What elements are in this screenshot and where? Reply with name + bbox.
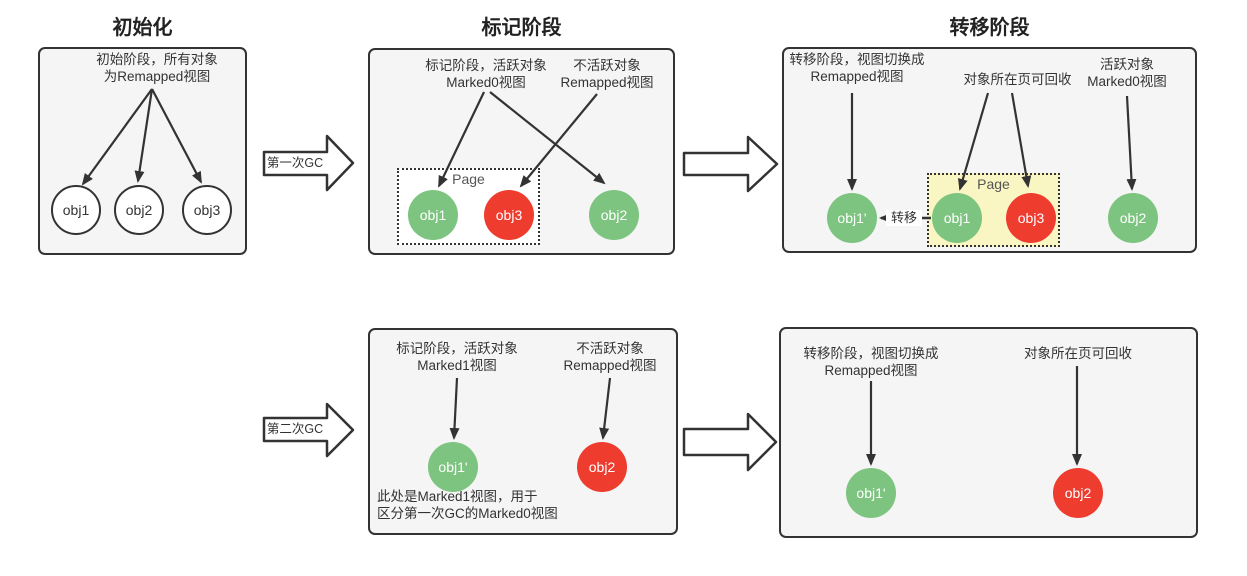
title-init: 初始化 [112, 17, 173, 39]
object-circle-obj1-marked: obj1 [408, 190, 458, 240]
object-circle-obj2-marked: obj2 [589, 190, 639, 240]
object-circle-obj3: obj3 [182, 185, 232, 235]
object-label: obj2 [588, 459, 616, 475]
object-label: obj2 [1064, 485, 1092, 501]
note-mark2-live: 标记阶段，活跃对象 Marked1视图 [396, 341, 518, 373]
object-label: obj3 [193, 202, 221, 218]
object-circle-obj1-relocated: obj1' [827, 193, 877, 243]
note-mark2-dead: 不活跃对象 Remapped视图 [563, 341, 657, 373]
object-label: obj3 [1017, 210, 1045, 226]
note-init: 初始阶段，所有对象 为Remapped视图 [96, 52, 218, 84]
footnote-marked1: 此处是Marked1视图，用于 区分第一次GC的Marked0视图 [377, 489, 558, 521]
object-label: obj1' [856, 485, 886, 501]
object-circle-obj2-inactive: obj2 [577, 442, 627, 492]
object-circle-obj1p-remapped: obj1' [846, 468, 896, 518]
object-label: obj2 [600, 207, 628, 223]
note-mark-dead: 不活跃对象 Remapped视图 [560, 58, 654, 90]
gc2-label: 第二次GC [266, 422, 324, 436]
object-label: obj1' [837, 210, 867, 226]
object-label: obj1' [438, 459, 468, 475]
title-mark: 标记阶段 [481, 17, 562, 39]
object-circle-obj1-inpage: obj1 [932, 193, 982, 243]
object-circle-obj2: obj2 [114, 185, 164, 235]
object-label: obj1 [62, 202, 90, 218]
note-relocate-live: 活跃对象 Marked0视图 [1087, 57, 1167, 89]
transfer-label: 转移 [886, 210, 922, 226]
note-relocate2-reclaim: 对象所在页可回收 [1024, 346, 1132, 361]
object-circle-obj1p-marked1: obj1' [428, 442, 478, 492]
object-label: obj3 [495, 207, 523, 223]
object-circle-obj2-live: obj2 [1108, 193, 1158, 243]
object-circle-obj3-inpage: obj3 [1006, 193, 1056, 243]
object-label: obj2 [125, 202, 153, 218]
object-circle-obj1: obj1 [51, 185, 101, 235]
object-label: obj1 [419, 207, 447, 223]
title-relocate: 转移阶段 [949, 17, 1030, 39]
panel-mark-gc2 [368, 328, 678, 535]
gc1-label: 第一次GC [266, 156, 324, 170]
object-circle-obj2-reclaimable: obj2 [1053, 468, 1103, 518]
object-circle-obj3-inactive: obj3 [484, 190, 534, 240]
object-label: obj2 [1119, 210, 1147, 226]
note-relocate-view: 转移阶段，视图切换成 Remapped视图 [789, 52, 925, 84]
note-relocate2-view: 转移阶段，视图切换成 Remapped视图 [803, 346, 939, 378]
note-relocate-reclaim: 对象所在页可回收 [963, 72, 1072, 87]
note-mark-live: 标记阶段，活跃对象 Marked0视图 [425, 58, 547, 90]
object-label: obj1 [943, 210, 971, 226]
